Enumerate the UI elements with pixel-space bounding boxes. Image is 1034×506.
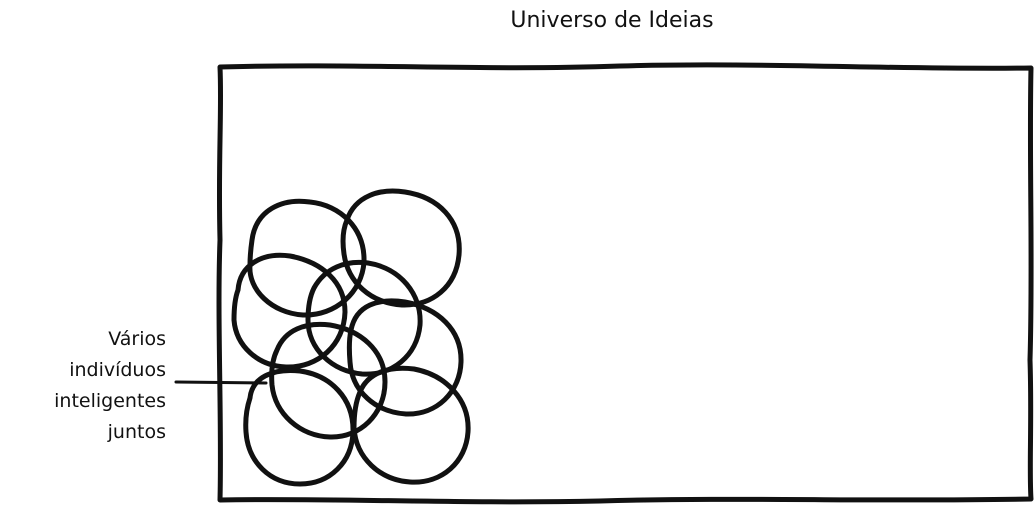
individual-circle xyxy=(243,367,356,487)
cluster-label: Vários indivíduos inteligentes juntos xyxy=(20,324,166,448)
label-connector-line xyxy=(174,380,268,385)
individual-circle xyxy=(269,321,388,440)
individual-circle xyxy=(340,188,462,308)
individual-circle xyxy=(351,365,471,485)
individual-circle xyxy=(346,298,464,417)
universe-frame xyxy=(216,62,1034,505)
cluster-label-line: Vários xyxy=(108,328,166,350)
cluster-label-line: inteligentes xyxy=(54,390,166,412)
individual-circle xyxy=(305,259,423,377)
individual-circle xyxy=(231,252,348,370)
cluster-label-line: indivíduos xyxy=(69,359,166,381)
diagram-title: Universo de Ideias xyxy=(510,8,714,33)
cluster-label-line: juntos xyxy=(107,421,166,443)
